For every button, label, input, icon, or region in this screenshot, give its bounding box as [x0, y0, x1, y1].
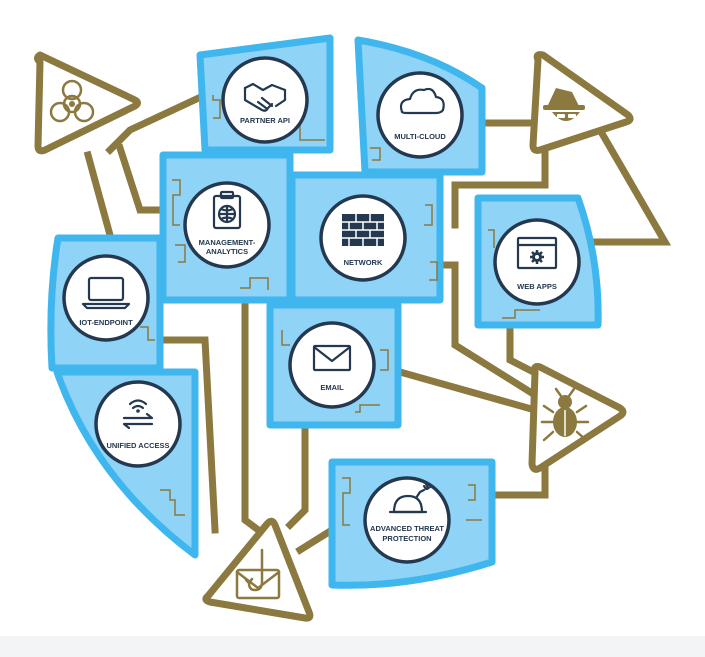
- bomb-icon: [388, 482, 432, 514]
- node-network: NETWORK: [319, 194, 407, 282]
- node-advanced-threat-protection: ADVANCED THREAT PROTECTION: [363, 476, 451, 564]
- wifi-arrows-icon: [122, 399, 154, 430]
- node-partner-api: PARTNER API: [221, 56, 309, 144]
- browser-gear-icon: [516, 236, 558, 270]
- footer-bar: [0, 636, 705, 657]
- node-unified-access: UNIFIED ACCESS: [94, 380, 182, 468]
- node-label: WEB APPS: [517, 282, 557, 291]
- biohazard-icon: [49, 79, 95, 123]
- cloud-icon: [399, 87, 445, 115]
- node-label: MULTI-CLOUD: [394, 132, 446, 141]
- node-email: EMAIL: [288, 321, 376, 409]
- node-label: UNIFIED ACCESS: [106, 441, 169, 450]
- laptop-icon: [81, 276, 131, 310]
- node-label-line-1: MANAGEMENT-: [199, 238, 256, 247]
- node-label-line-1: ADVANCED THREAT: [370, 524, 444, 533]
- node-label: NETWORK: [344, 258, 383, 267]
- node-label: PARTNER API: [240, 116, 290, 125]
- spy-icon: [543, 88, 585, 121]
- envelope-icon: [312, 344, 352, 372]
- threat-biohazard: [34, 51, 141, 155]
- connection-lines: [83, 90, 672, 555]
- firewall-icon: [342, 214, 384, 246]
- threat-malware-bug: [528, 363, 627, 473]
- node-label-line-2: ANALYTICS: [206, 247, 248, 256]
- handshake-icon: [243, 82, 287, 112]
- node-label: IOT-ENDPOINT: [79, 318, 133, 327]
- bug-icon: [540, 387, 590, 442]
- node-label: EMAIL: [320, 383, 344, 392]
- threat-phishing: [202, 517, 314, 622]
- node-management-analytics: MANAGEMENT- ANALYTICS: [183, 181, 271, 269]
- node-multi-cloud: MULTI-CLOUD: [376, 71, 464, 159]
- node-web-apps: WEB APPS: [493, 218, 581, 306]
- node-iot-endpoint: IOT-ENDPOINT: [62, 254, 150, 342]
- node-label-line-2: PROTECTION: [382, 534, 431, 543]
- fishhook-envelope-icon: [235, 548, 281, 600]
- threat-hacker: [529, 51, 634, 154]
- clipboard-globe-icon: [212, 190, 242, 230]
